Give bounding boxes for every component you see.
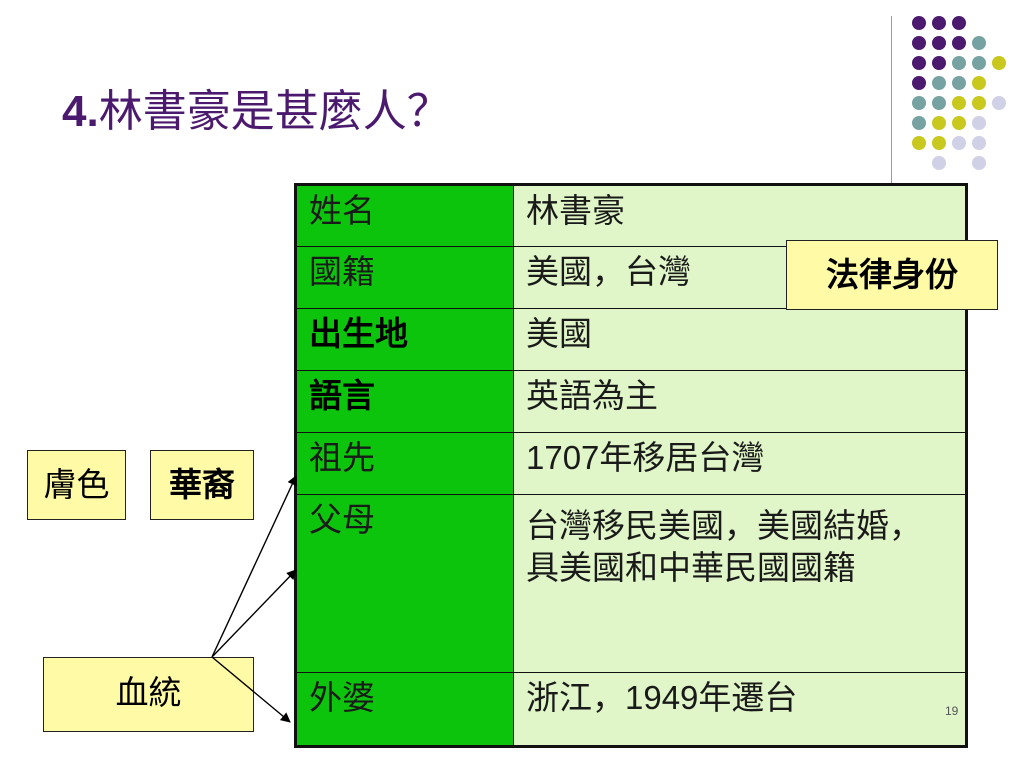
row-value: 台灣移民美國，美國結婚，具美國和中華民國國籍 [513,494,967,673]
value-text: 年遷台 [698,678,798,717]
profile-table: 姓名 林書豪 國籍 美國，台灣 出生地 美國 語言 英語為主 祖先 1707年移… [294,183,968,748]
dot-purple [912,36,926,50]
table-row: 語言 英語為主 [295,370,967,433]
decorative-divider [891,16,892,186]
table-row: 父母 台灣移民美國，美國結婚，具美國和中華民國國籍 [295,494,967,673]
title-text: 林書豪是甚麼人？ [98,86,451,137]
table-row: 祖先 1707年移居台灣 [295,432,967,495]
dot-teal [952,76,966,90]
dot-olive [912,136,926,150]
arrow-to-parents [211,569,297,658]
value-number: 1949 [625,679,699,716]
dot-lavender [932,156,946,170]
value-text: 浙江， [526,678,625,717]
dot-olive [932,116,946,130]
dot-teal [932,76,946,90]
dot-lavender [992,96,1006,110]
dot-purple [912,56,926,70]
dot-olive [952,116,966,130]
dot-teal [952,56,966,70]
dot-teal [932,96,946,110]
value-number: 1707 [526,439,600,476]
table-row: 外婆 浙江，1949年遷台 [295,672,967,747]
row-value: 1707年移居台灣 [513,432,967,495]
row-key: 父母 [295,494,514,673]
dot-teal [972,36,986,50]
dot-lavender [952,136,966,150]
row-value: 浙江，1949年遷台 [513,672,967,747]
row-value: 美國 [513,308,967,371]
dot-purple [912,16,926,30]
decorative-dot-grid [904,16,1006,170]
row-key: 外婆 [295,672,514,747]
dot-purple [912,76,926,90]
dot-olive [992,56,1006,70]
row-value: 英語為主 [513,370,967,433]
table-row: 姓名 林書豪 [295,184,967,247]
bloodline-label: 血統 [43,657,254,732]
dot-lavender [972,136,986,150]
row-key: 姓名 [295,184,514,247]
dot-olive [972,96,986,110]
legal-identity-label: 法律身份 [786,240,998,310]
row-value: 林書豪 [513,184,967,247]
row-key: 語言 [295,370,514,433]
page-number: 19 [945,704,959,718]
arrow-to-ancestors [211,475,297,658]
row-key: 出生地 [295,308,514,371]
dot-teal [972,56,986,70]
title-number: 4. [62,87,99,136]
dot-olive [932,136,946,150]
row-key: 祖先 [295,432,514,495]
arrow-to-grandmother [211,656,291,723]
chinese-descent-label: 華裔 [150,450,254,520]
dot-purple [932,56,946,70]
dot-lavender [972,116,986,130]
dot-olive [952,96,966,110]
dot-purple [952,16,966,30]
dot-olive [972,76,986,90]
table-row: 出生地 美國 [295,308,967,371]
dot-teal [912,116,926,130]
dot-teal [912,96,926,110]
skin-color-label: 膚色 [27,450,126,520]
dot-purple [932,36,946,50]
dot-purple [932,16,946,30]
slide-title: 4.林書豪是甚麼人？ [62,82,451,142]
dot-lavender [972,156,986,170]
value-text: 年移居台灣 [599,438,765,477]
dot-purple [952,36,966,50]
